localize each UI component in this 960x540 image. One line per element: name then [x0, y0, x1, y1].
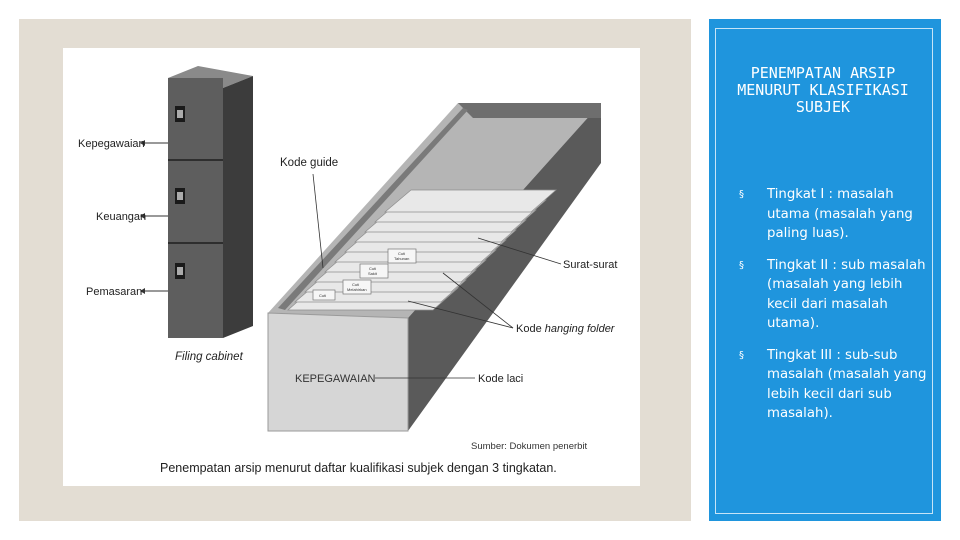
panel-frame [715, 28, 933, 514]
source-note: Sumber: Dokumen penerbit [471, 441, 588, 452]
bullet-text-3: Tingkat III : sub-sub masalah (masalah y… [767, 347, 927, 422]
filing-cabinet-figure: Kepegawaian Keuangan Pemasaran Filing ca… [63, 48, 640, 486]
bullet-item-2: § Tingkat II : sub masalah (masalah yang … [739, 256, 927, 334]
open-drawer [267, 103, 601, 432]
tab-label-2a: Cuti [369, 266, 376, 271]
tab-label-1b: Tahunan [394, 256, 409, 261]
tab-label-1a: Cuti [398, 251, 405, 256]
bullet-text-2: Tingkat II : sub masalah (masalah yang l… [767, 257, 926, 332]
slide-title: PENEMPATAN ARSIP MENURUT KLASIFIKASI SUB… [737, 64, 909, 116]
label-kode-hanging-folder: Kode hanging folder [516, 323, 616, 335]
bullet-icon: § [739, 189, 744, 200]
drawer-label-kepegawaian: KEPEGAWAIAN [295, 373, 376, 385]
bullet-list: § Tingkat I : masalah utama (masalah yang… [739, 185, 927, 436]
bullet-icon: § [739, 259, 744, 271]
label-pemasaran: Pemasaran [86, 286, 142, 298]
label-kepegawaian: Kepegawaian [78, 138, 145, 150]
tab-label-4: Cuti [319, 293, 326, 298]
label-surat-surat: Surat-surat [563, 259, 617, 271]
tab-label-3a: Cuti [352, 282, 359, 287]
filing-cabinet-illustration: Kepegawaian Keuangan Pemasaran Filing ca… [78, 66, 617, 475]
label-keuangan: Keuangan [96, 211, 146, 223]
label-kode-guide: Kode guide [280, 157, 338, 169]
label-filing-cabinet: Filing cabinet [175, 351, 244, 363]
bullet-text-1: Tingkat I : masalah utama (masalah yang … [767, 187, 913, 241]
right-panel: PENEMPATAN ARSIP MENURUT KLASIFIKASI SUB… [709, 19, 941, 521]
label-kode-laci: Kode laci [478, 373, 523, 385]
figure-caption: Penempatan arsip menurut daftar kualifik… [160, 461, 557, 475]
bullet-item-1: § Tingkat I : masalah utama (masalah yang… [739, 185, 927, 244]
bullet-icon: § [739, 349, 744, 361]
filing-cabinet [168, 66, 253, 338]
tab-label-2b: Sakit [368, 271, 378, 276]
bullet-item-3: § Tingkat III : sub-sub masalah (masalah … [739, 346, 927, 424]
tab-label-3b: Melahirkan [347, 287, 367, 292]
